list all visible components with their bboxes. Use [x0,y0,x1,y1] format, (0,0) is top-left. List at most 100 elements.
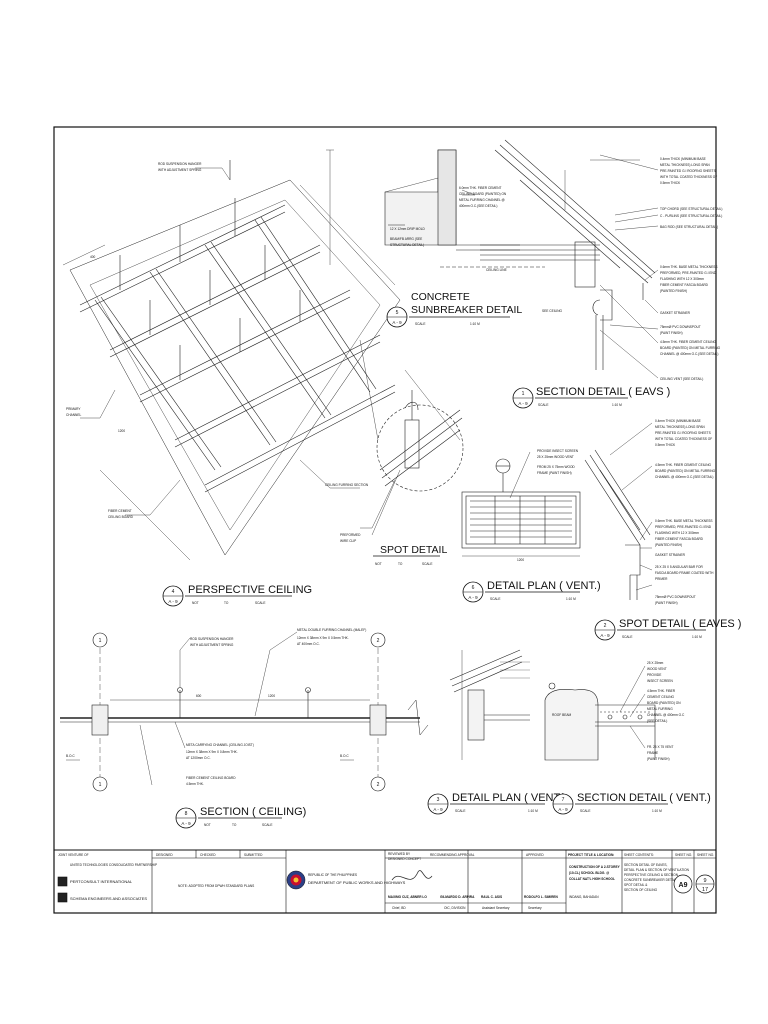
sv-note-4: 4.5mm THK. FIBER [647,689,676,693]
se-note-13: GASKET STRAINER [655,553,686,557]
sc-note-furring: METAL DOUBLE FURRING CHANNEL (MALEF) [297,628,366,632]
tb-name-1: MAXIMO CUZ, ABNER LO [388,895,427,899]
tb-note: NOTE: ADOPTED FROM DPWH STANDARD PLANS [178,884,254,888]
sv-note-8: CHANNEL @ 400mm O.C [647,713,685,717]
scale-value-spot: SCALE [422,562,432,566]
tb-submitted: SUBMITTED [244,853,263,857]
dim-vent6: 1200 [517,558,524,562]
sc-dim-1200: 1200 [268,694,275,698]
eaves-drawing [480,139,656,370]
eaves-note-16: 4.5mm THK. FIBER CEMENT CEILING [660,340,717,344]
note-wire-clip: PREFORMED [340,533,361,537]
note-wire-clip-2: WIRE CLIP [340,539,356,543]
scale-label-7: SCALE [580,809,590,813]
detail-number-4: 4 [172,589,175,595]
tb-sheet-number: A9 9 17 [673,874,715,894]
tb-joint-venture: JOINT VENTURE OF [58,853,89,857]
sc-note-furring-3: AT 400mm O.C. [297,642,320,646]
tb-sheet-contents: SHEET CONTENTS: [624,853,654,857]
perspective-leaders [80,167,396,529]
sc-note-furring-2: 12mm X 38mm X 9m X 0.5mm THK. [297,636,349,640]
eaves-note-11: FIBER CEMENT FASCIA BOARD [660,283,709,287]
note-primary-2: CHANNEL [66,413,81,417]
detail-sheet-2: A - 9 [600,633,610,638]
se-note-8: 0.6mm THK. BASE METAL THICKNESS [655,519,712,523]
tb-sheet-no-label: SHEET NO. [675,853,692,857]
note-sb-beam-2: STRUCTURAL DETAIL) [390,243,424,247]
gridline-bubbles: 1 2 1 2 [92,632,386,792]
eaves-note-18: CHANNEL @ 400mm O.C.(SEE DETAIL) [660,352,719,356]
detail-sheet-4: A - 9 [168,599,178,604]
detail-number-5: 5 [396,310,399,316]
tb-sheet-of: 17 [702,887,708,893]
detail-title-4: 4 A - 9 PERSPECTIVE CEILING NOT TO SCALE [162,584,312,607]
detail-sheet-7: A - 9 [558,807,568,812]
se-note-15: FASCIA BOARD FRAME COATED WITH [655,571,714,575]
vent-plan-6-drawing [461,451,581,557]
eaves-note-5: TOP CHORD (SEE STRUCTURAL DETAIL) [660,207,722,211]
detail-number-6: 6 [472,585,475,591]
detail-title-5: 5 A - 9 CONCRETE SUNBREAKER DETAIL SCALE… [386,291,522,328]
sv-note-1: WOOD VENT [647,667,667,671]
tb-name-3: RAUL C. ASIS [481,895,502,899]
eaves-note-3: WITH TOTAL COATED THICKNESS OF [660,175,717,179]
tb-content-0: SECTION DETAIL OF EAVES, [624,863,667,867]
tb-sheet-no-label-2: SHEET NO. [697,853,714,857]
tb-firm-2: PERTCONSULT INTERNATIONAL [70,879,133,884]
detail-number-8: 8 [185,811,188,817]
detail-sheet-5: A - 9 [392,320,402,325]
tb-role-1: Chief, BD [392,906,406,910]
spot-eaves-notes: 0.4mm THICK (MINIMUM BASE METAL THICKNES… [655,419,716,605]
dim-400: 400 [90,255,96,259]
note-vent6-b: 25 X 25mm WOOD VENT [537,455,574,459]
se-note-5: 4.5mm THK. FIBER CEMENT CEILING [655,463,712,467]
sv-note-11: FRAME [647,751,658,755]
perspective-ceiling-drawing [62,160,401,561]
eaves-note-7: BAG ROD (SEE STRUCTURAL DETAIL) [660,225,718,229]
scale-value-5: 1:10 M [470,322,480,326]
note-sb-beam: BEAM/FB ARRG (SEE [390,237,422,241]
se-note-7: CHANNEL @ 400mm O.C.(SEE DETAIL) [655,475,714,479]
scale-to-8: TO [232,823,237,827]
sc-note-hanger: ROD SUSPENSION HANGER [190,637,234,641]
se-note-12: (PAINTED FINISH) [655,543,682,547]
sc-dim-600: 600 [196,694,202,698]
sv-note-10: FR. 25 X 75 VENT [647,745,673,749]
sv-note-12: (PAINT FINISH) [647,757,670,761]
scale-value-8: SCALE [262,823,272,827]
grid-bubble-2: 2 [377,638,380,644]
tb-project-2: (10-CL) SCHOOL BLDG. @ [569,871,609,875]
title-detail-plan-vent-3: DETAIL PLAN ( VENT.) [452,792,566,804]
section-ceiling-drawing [60,648,429,790]
tb-approved: APPROVED [526,853,544,857]
se-note-17: 75mmØ PVC DOWNSPOUT [655,595,696,599]
sc-level-right: B.O.C [340,754,349,758]
dpwh-seal [286,870,306,890]
note-sb-a: 6.0mm THK. FIBER CEMENT [459,186,501,190]
sc-note-board-2: 4.5mm THK. [186,782,204,786]
eaves-notes: 0.4mm THICK (MINIMUM BASE METAL THICKNES… [660,157,722,381]
sv-roof-beam: ROOF BEAM [552,713,571,717]
note-sb-c: METAL FURRING CHANNEL @ [459,198,505,202]
eaves-note-9: PREFORMED, PRE-PAINTED G.I END [660,271,717,275]
tb-name-2: GILMARDO D. ARPIRA [440,895,475,899]
sv-note-2: PROVIDE [647,673,661,677]
vent-section-7-notes: 25 X 25mm WOOD VENT PROVIDE INSECT SCREE… [647,661,685,761]
tb-department: DEPARTMENT OF PUBLIC WORKS AND HIGHWAYS [308,880,406,885]
tb-sheet-total: 9 [703,878,706,884]
note-sb-see-ceiling: SEE CEILING [542,309,563,313]
eaves-note-2: PRE-PAINTED G.I ROOFING SHEETS [660,169,716,173]
scale-label-1: SCALE [538,403,548,407]
eaves-note-0: 0.4mm THICK (MINIMUM BASE [660,157,706,161]
scale-label-2: SCALE [622,635,632,639]
tb-contents: SECTION DETAIL OF EAVES, DETAIL PLAN & S… [624,863,690,892]
scale-label-4: NOT [192,601,199,605]
detail-title-8: 8 A - 9 SECTION ( CEILING) NOT TO SCALE [175,806,306,829]
eaves-note-6: C - PURLINS (SEE STRUCTURAL DETAIL) [660,214,722,218]
se-note-1: METAL THICKNESS) LONG SPAN [655,425,705,429]
note-sb-ceiling: CEILING LINE [486,268,507,272]
tb-role-4: Secretary [528,906,542,910]
note-vent6-a: PROVIDE INSECT SCREEN [537,449,579,453]
tb-project-3: COLLAT NAT'L HIGH SCHOOL [569,877,615,881]
